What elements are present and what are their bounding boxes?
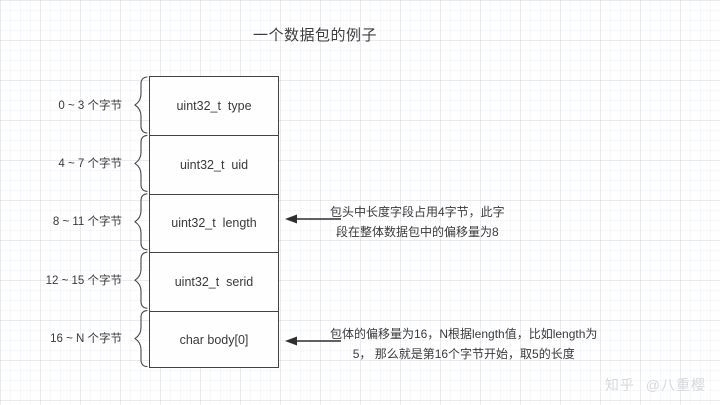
packet-structure-box: uint32_t type uint32_t uid uint32_t leng… [149,76,279,368]
brace-12-15 [134,251,148,309]
annotation-length-line1: 包头中长度字段占用4字节，此字 [330,205,505,219]
byte-range-label-0-3: 0 ~ 3 个字节 [58,100,122,112]
packet-field-serid: uint32_t serid [150,252,278,310]
annotation-body-line1: 包体的偏移量为16，N根据length值，比如length为 [330,327,598,341]
brace-group [134,76,148,368]
brace-0-3 [134,76,148,134]
callout-arrow-body [285,336,341,346]
byte-range-label-8-11: 8 ~ 11 个字节 [52,216,122,228]
brace-8-11 [134,193,148,251]
packet-field-uid: uint32_t uid [150,135,278,193]
watermark: 知乎 @八重樱 [605,375,706,395]
annotation-length-line2: 段在整体数据包中的偏移量为8 [336,224,499,239]
byte-range-label-4-7: 4 ~ 7 个字节 [58,158,122,170]
callout-arrow-length [285,214,341,224]
annotation-body: 包体的偏移量为16，N根据length值，比如length为 5， 那么就是第1… [330,325,597,365]
packet-field-length: uint32_t length [150,193,278,252]
brace-4-7 [134,134,148,192]
byte-range-label-16-n: 16 ~ N 个字节 [50,333,122,345]
byte-range-label-12-15: 12 ~ 15 个字节 [45,275,122,287]
byte-range-label-column: 0 ~ 3 个字节 4 ~ 7 个字节 8 ~ 11 个字节 12 ~ 15 个… [0,0,122,405]
page-title: 一个数据包的例子 [0,24,720,45]
annotation-length: 包头中长度字段占用4字节，此字 段在整体数据包中的偏移量为8 [330,203,505,243]
watermark-handle: @八重樱 [645,377,706,393]
annotation-body-line2: 5， 那么就是第16个字节开始，取5的长度 [352,346,575,361]
page-title-text: 一个数据包的例子 [252,27,377,44]
watermark-site: 知乎 [604,377,635,393]
packet-field-body: char body[0] [150,310,278,369]
brace-16-n [134,310,148,368]
packet-field-type: uint32_t type [176,99,252,114]
